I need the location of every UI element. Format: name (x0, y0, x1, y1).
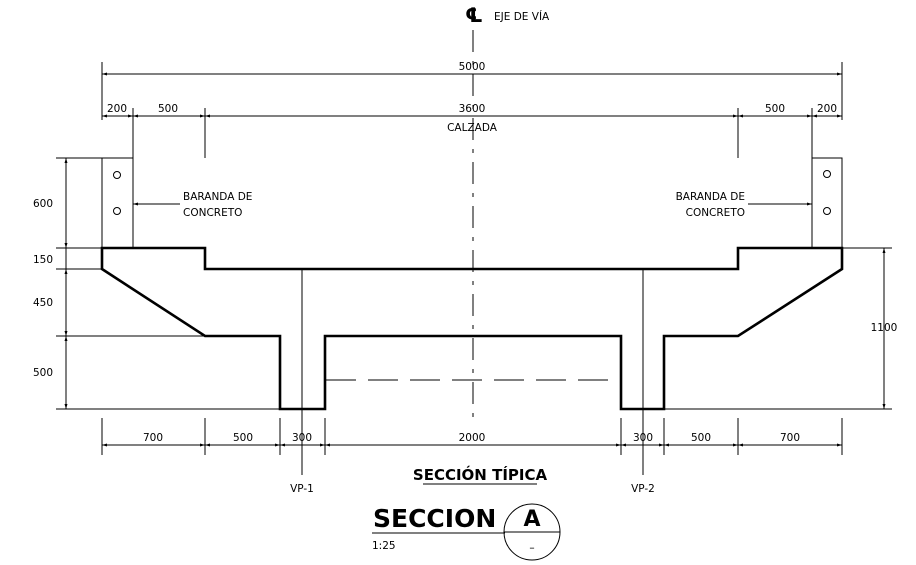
barrier-hole (113, 171, 121, 179)
svg-text:2000: 2000 (459, 432, 486, 444)
svg-text:600: 600 (33, 198, 53, 210)
svg-text:3600: 3600 (459, 103, 486, 115)
svg-text:500: 500 (765, 103, 785, 115)
barrier-hole (823, 207, 831, 215)
deck-outline (100, 246, 844, 411)
roadway-label: CALZADA (447, 122, 498, 134)
barrier-hole (823, 170, 831, 178)
svg-text:300: 300 (292, 432, 312, 444)
barrier-label-right: BARANDA DE CONCRETO (676, 191, 812, 219)
centerline-label: EJE DE VÍA (494, 10, 550, 23)
centerline: ℄ EJE DE VÍA (465, 3, 550, 420)
dimension-bottom-chain: 700 500 300 2000 300 500 700 (101, 418, 843, 455)
title-block: SECCIÓN TÍPICA SECCION 1:25 A – (372, 465, 561, 561)
beam-label-right: VP-2 (631, 483, 655, 495)
scale-label: 1:25 (372, 540, 396, 552)
barrier-label-left: BARANDA DE CONCRETO (133, 191, 252, 219)
svg-text:700: 700 (780, 432, 800, 444)
svg-text:500: 500 (33, 367, 53, 379)
svg-text:BARANDA DE: BARANDA DE (676, 191, 745, 203)
section-title: SECCION (373, 504, 496, 533)
svg-text:700: 700 (143, 432, 163, 444)
barrier-hole (113, 207, 121, 215)
svg-text:CONCRETO: CONCRETO (686, 207, 745, 219)
svg-text:200: 200 (817, 103, 837, 115)
dimension-right-vertical: 1100 (664, 247, 898, 410)
svg-text:300: 300 (633, 432, 653, 444)
barrier-right (811, 157, 843, 249)
svg-text:BARANDA DE: BARANDA DE (183, 191, 252, 203)
barrier-left (101, 157, 134, 249)
beam-label-left: VP-1 (290, 483, 314, 495)
svg-text:500: 500 (691, 432, 711, 444)
section-marker-letter: A (523, 507, 540, 532)
dimension-top-chain: 200 500 3600 CALZADA 500 200 (102, 103, 842, 158)
svg-text:CONCRETO: CONCRETO (183, 207, 242, 219)
section-typical-title: SECCIÓN TÍPICA (413, 465, 548, 484)
sheet-marker: – (529, 542, 534, 554)
svg-text:5000: 5000 (459, 61, 486, 73)
dimension-total-width: 5000 (101, 61, 843, 120)
svg-text:500: 500 (233, 432, 253, 444)
svg-text:150: 150 (33, 254, 53, 266)
svg-text:200: 200 (107, 103, 127, 115)
centerline-symbol: ℄ (465, 3, 483, 27)
dimension-left-vertical: 600 150 450 500 (33, 157, 280, 410)
svg-text:450: 450 (33, 297, 53, 309)
svg-text:1100: 1100 (871, 322, 898, 334)
svg-text:500: 500 (158, 103, 178, 115)
